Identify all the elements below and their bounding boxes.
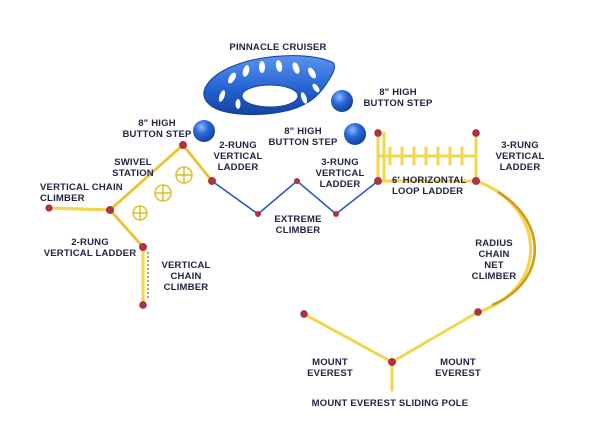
- label-radius-chain-net-climber: RADIUS CHAIN NET CLIMBER: [471, 238, 517, 282]
- label-vertical-chain-climber-left: VERTICAL CHAIN CLIMBER: [40, 182, 123, 204]
- mount-everest-rails: [302, 310, 480, 392]
- post-cap-icon: [208, 177, 216, 185]
- post-cap-icon: [139, 243, 147, 251]
- label-three-rung-vertical-ladder-mid: 3-RUNG VERTICAL LADDER: [315, 157, 365, 190]
- label-swivel-station: SWIVEL STATION: [112, 157, 154, 179]
- label-button-step-left: 8" HIGH BUTTON STEP: [122, 118, 192, 140]
- post-cap-icon: [179, 141, 187, 149]
- horizontal-loop-ladder: [376, 131, 478, 183]
- label-two-rung-vertical-ladder-left: 2-RUNG VERTICAL LADDER: [43, 237, 137, 259]
- post-cap-icon: [106, 206, 114, 214]
- post-cap-icon: [333, 211, 339, 217]
- label-three-rung-vertical-ladder-right: 3-RUNG VERTICAL LADDER: [495, 140, 545, 173]
- post-cap-icon: [472, 129, 480, 137]
- left-structure-rails-edge: [109, 144, 213, 248]
- post-cap-icon: [255, 211, 261, 217]
- post-cap-icon: [45, 204, 53, 212]
- post-caps: [45, 129, 482, 366]
- button-step-mid-icon: [344, 123, 366, 145]
- post-cap-icon: [374, 129, 382, 137]
- post-cap-icon: [300, 310, 308, 318]
- label-mount-everest-sliding-pole: MOUNT EVEREST SLIDING POLE: [311, 398, 469, 409]
- label-pinnacle-cruiser: PINNACLE CRUISER: [229, 42, 327, 53]
- label-mount-everest-right: MOUNT EVEREST: [435, 357, 481, 379]
- swivel-station-icon: [132, 166, 193, 221]
- label-vertical-chain-climber-lower: VERTICAL CHAIN CLIMBER: [161, 260, 211, 293]
- label-two-rung-vertical-ladder-top: 2-RUNG VERTICAL LADDER: [213, 140, 263, 173]
- label-button-step-right: 8" HIGH BUTTON STEP: [363, 87, 433, 109]
- label-extreme-climber: EXTREME CLIMBER: [274, 214, 322, 236]
- post-cap-icon: [474, 308, 482, 316]
- post-cap-icon: [374, 177, 382, 185]
- label-mount-everest-left: MOUNT EVEREST: [307, 357, 353, 379]
- radius-chain-net-inner: [491, 190, 537, 307]
- post-cap-icon: [472, 177, 480, 185]
- post-cap-icon: [139, 301, 147, 309]
- post-cap-icon: [388, 358, 396, 366]
- post-cap-icon: [294, 178, 300, 184]
- button-step-right-icon: [331, 90, 353, 112]
- label-button-step-mid: 8" HIGH BUTTON STEP: [268, 126, 338, 148]
- button-step-left-icon: [193, 120, 215, 142]
- pinnacle-cruiser-icon: [203, 55, 335, 116]
- label-horizontal-loop-ladder: 6' HORIZONTAL LOOP LADDER: [392, 175, 467, 197]
